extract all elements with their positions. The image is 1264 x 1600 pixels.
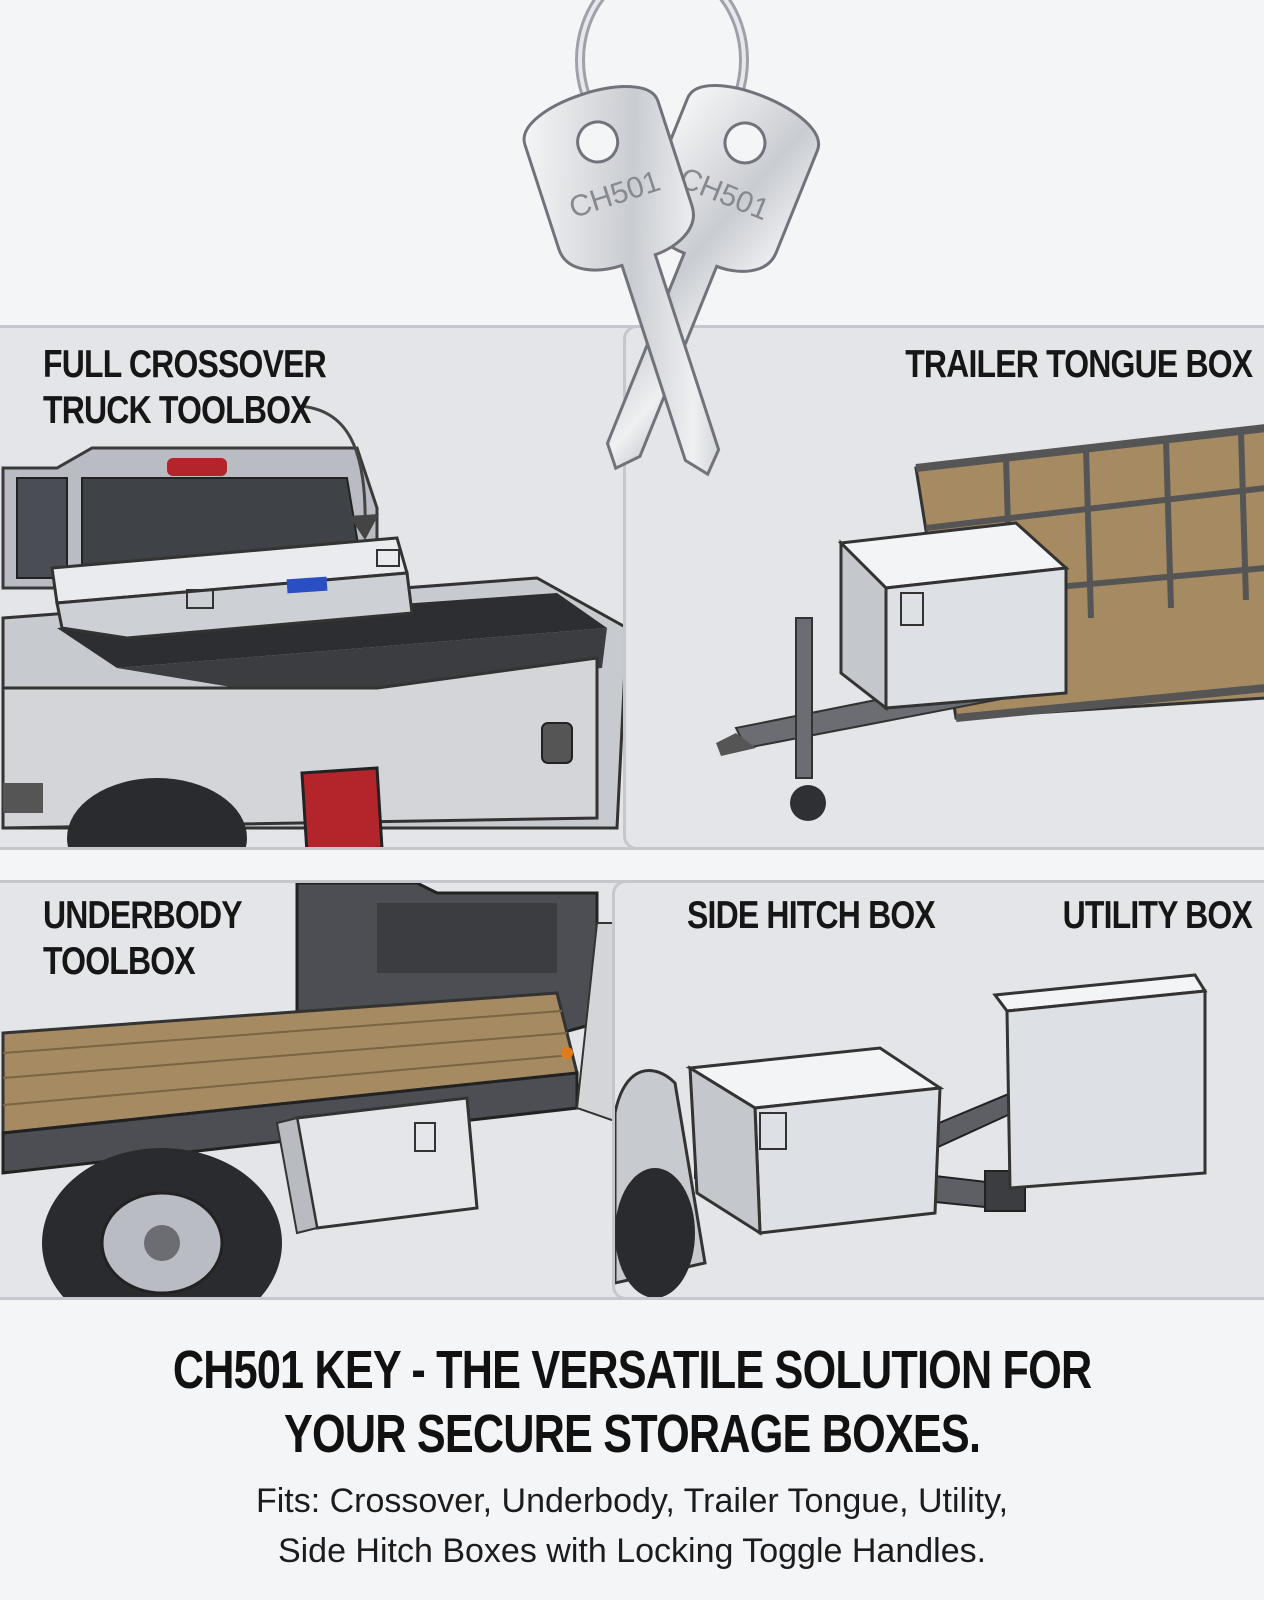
side-hitch-box — [685, 1046, 945, 1236]
trailer-tongue-label: TRAILER TONGUE BOX — [904, 343, 1253, 386]
hitch-utility-illustration — [615, 973, 1208, 1297]
tongue-box — [837, 521, 1070, 712]
side-hitch-label: SIDE HITCH BOX — [687, 894, 936, 937]
taillight — [300, 766, 384, 847]
panel-underbody-toolbox: UNDERBODY TOOLBOX — [0, 880, 646, 1300]
brake-light — [167, 458, 227, 476]
toolbox-badge — [286, 576, 328, 594]
headline-line-2: YOUR SECURE STORAGE BOXES. — [283, 1404, 981, 1464]
headline-line-1: CH501 KEY - THE VERSATILE SOLUTION FOR — [172, 1340, 1092, 1400]
underbody-box — [275, 1096, 479, 1235]
compatibility-line-1: Fits: Crossover, Underbody, Trailer Tong… — [255, 1482, 1009, 1520]
utility-label: UTILITY BOX — [1062, 894, 1253, 937]
panel-crossover-toolbox: FULL CROSSOVER TRUCK TOOLBOX — [0, 325, 662, 850]
crossover-toolbox — [50, 536, 414, 640]
underbody-label: UNDERBODY TOOLBOX — [43, 894, 243, 983]
trailer-tongue-illustration — [716, 424, 1264, 821]
utility-box — [992, 973, 1208, 1190]
keys-illustration: CH501 CH501 — [522, 0, 821, 477]
flatbed-underbody-illustration — [1, 883, 643, 1297]
crossover-label: FULL CROSSOVER TRUCK TOOLBOX — [43, 343, 327, 432]
key-left: CH501 — [522, 85, 721, 477]
panel-trailer-tongue-box: TRAILER TONGUE BOX — [623, 325, 1264, 850]
compatibility-line-2: Side Hitch Boxes with Locking Toggle Han… — [277, 1532, 987, 1570]
panel-hitch-utility-boxes: SIDE HITCH BOX UTILITY BOX — [612, 880, 1264, 1300]
pickup-crossover-illustration — [1, 404, 629, 847]
